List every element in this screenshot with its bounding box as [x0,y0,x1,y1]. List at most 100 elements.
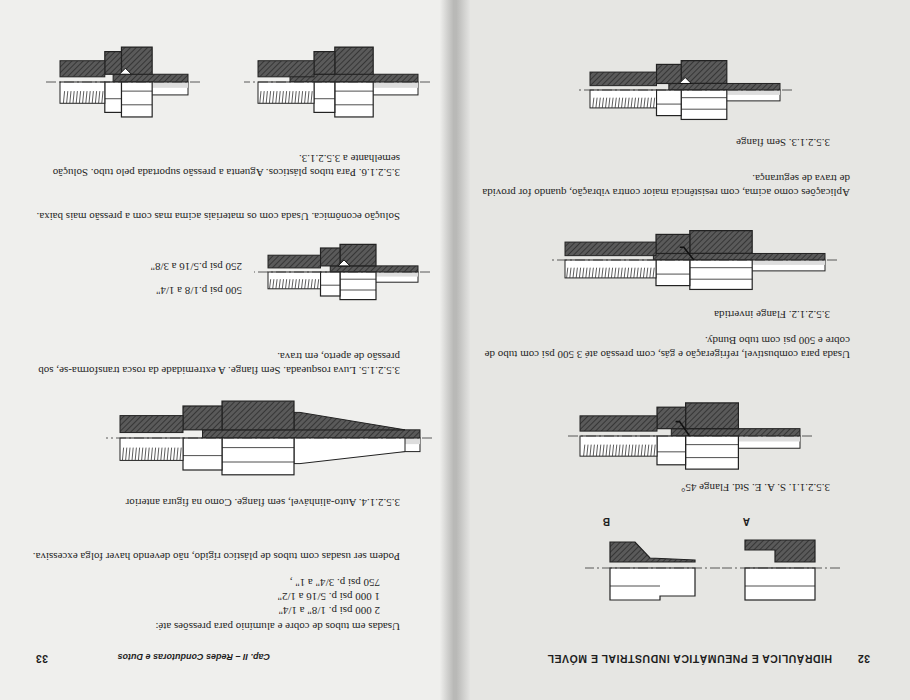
hex-facet [340,290,376,291]
thread-mark [609,445,610,457]
hex-facet [335,91,373,92]
hex-facet [222,462,294,463]
body-hex [657,90,682,116]
thread-mark [587,445,588,457]
thread-mark [289,91,290,103]
thread-mark [260,91,261,103]
thread-mark [622,445,623,457]
body-text: 750 psi p. 3/4" a 1" , [290,576,380,590]
thread-mark [625,445,626,457]
body-hex [321,272,341,296]
body-section [183,406,222,430]
thread-mark [286,279,287,289]
thread-mark [282,91,283,103]
hex-facet [657,104,682,105]
thread-mark [654,445,655,457]
body-section [314,52,335,75]
thread-mark [308,91,309,103]
thread-mark [615,268,616,278]
thread-mark [308,279,309,289]
thread-section [565,242,656,256]
thread-mark [292,91,293,103]
thread-mark [567,268,568,278]
thread-mark [603,445,604,457]
thread-mark [625,98,626,108]
thread-mark [595,268,596,278]
hex-facet [222,447,294,448]
thread-mark [592,268,593,278]
thread-mark [311,91,312,103]
thread-mark [622,98,623,108]
thread-mark [79,91,80,103]
nut-part [745,568,815,600]
thread-mark [589,268,590,278]
page-header: Cap. II – Redes Condutoras e Dutos [117,650,270,664]
thread-mark [154,448,155,461]
body-text: 3.5.2.1.5. Luva rosqueada. Sem flange. A… [25,350,400,378]
thread-mark [305,279,306,289]
book-spine [440,0,470,700]
thread-mark [641,445,642,457]
thread-mark [627,268,628,278]
hex-facet [745,586,815,587]
sleeve-part [610,568,695,600]
thread-mark [67,91,68,103]
thread-mark [615,98,616,108]
thread-mark [151,448,152,461]
thread-mark [164,448,165,461]
nut-section [690,231,752,254]
hex-facet [121,91,152,92]
thread-mark [638,98,639,108]
body-text: 3.5.2.1.3. Sem flange [530,136,830,150]
thread-mark [632,445,633,457]
thread-mark [302,279,303,289]
figure-letter: A [743,514,750,528]
thread-mark [142,448,143,461]
thread-mark [647,98,648,108]
tube-bore [752,260,825,265]
thread-mark [177,448,178,461]
thread-mark [276,279,277,289]
body-text: Solução econômica. Usada com os materiai… [25,210,400,224]
thread-mark [305,91,306,103]
thread-mark [650,268,651,278]
thread-mark [616,445,617,457]
tube-section [330,266,418,272]
body-text: Usadas em tubos de cobre e alumínio para… [20,620,400,634]
thread-mark [583,268,584,278]
thread-mark [263,91,264,103]
thread-mark [292,279,293,289]
thread-mark [301,91,302,103]
tube-bore [373,82,418,88]
thread-mark [624,268,625,278]
body-text: 3.5.2.1.4. Auto-alinhável, sem flange. C… [20,496,400,510]
thread-mark [653,268,654,278]
tube-section [669,83,780,90]
body-text: Aplicações como acima, com resistência m… [475,172,850,200]
ferrule [338,260,350,266]
thread-section [120,416,183,433]
hex-facet [610,586,660,587]
thread-mark [599,268,600,278]
thread-mark [126,448,127,461]
tube-bore [152,82,188,88]
nut [681,90,727,119]
thread-mark [311,279,312,289]
thread-mark [282,279,283,289]
thread-mark [285,91,286,103]
thread-mark [180,448,181,461]
tube-bore [376,272,418,277]
body-hex [314,82,335,112]
thread-mark [276,91,277,103]
thread-mark [634,268,635,278]
thread-mark [145,448,146,461]
nut [121,82,152,117]
tube-section [671,429,800,436]
body-text: Podem ser usadas com tubos de plástico r… [20,550,400,564]
thread-end [268,272,321,289]
body-hex [656,260,690,286]
body-text: 3.5.2.1.2. Flange invertida [530,308,830,322]
thread-mark [648,445,649,457]
nut-section [686,403,739,429]
